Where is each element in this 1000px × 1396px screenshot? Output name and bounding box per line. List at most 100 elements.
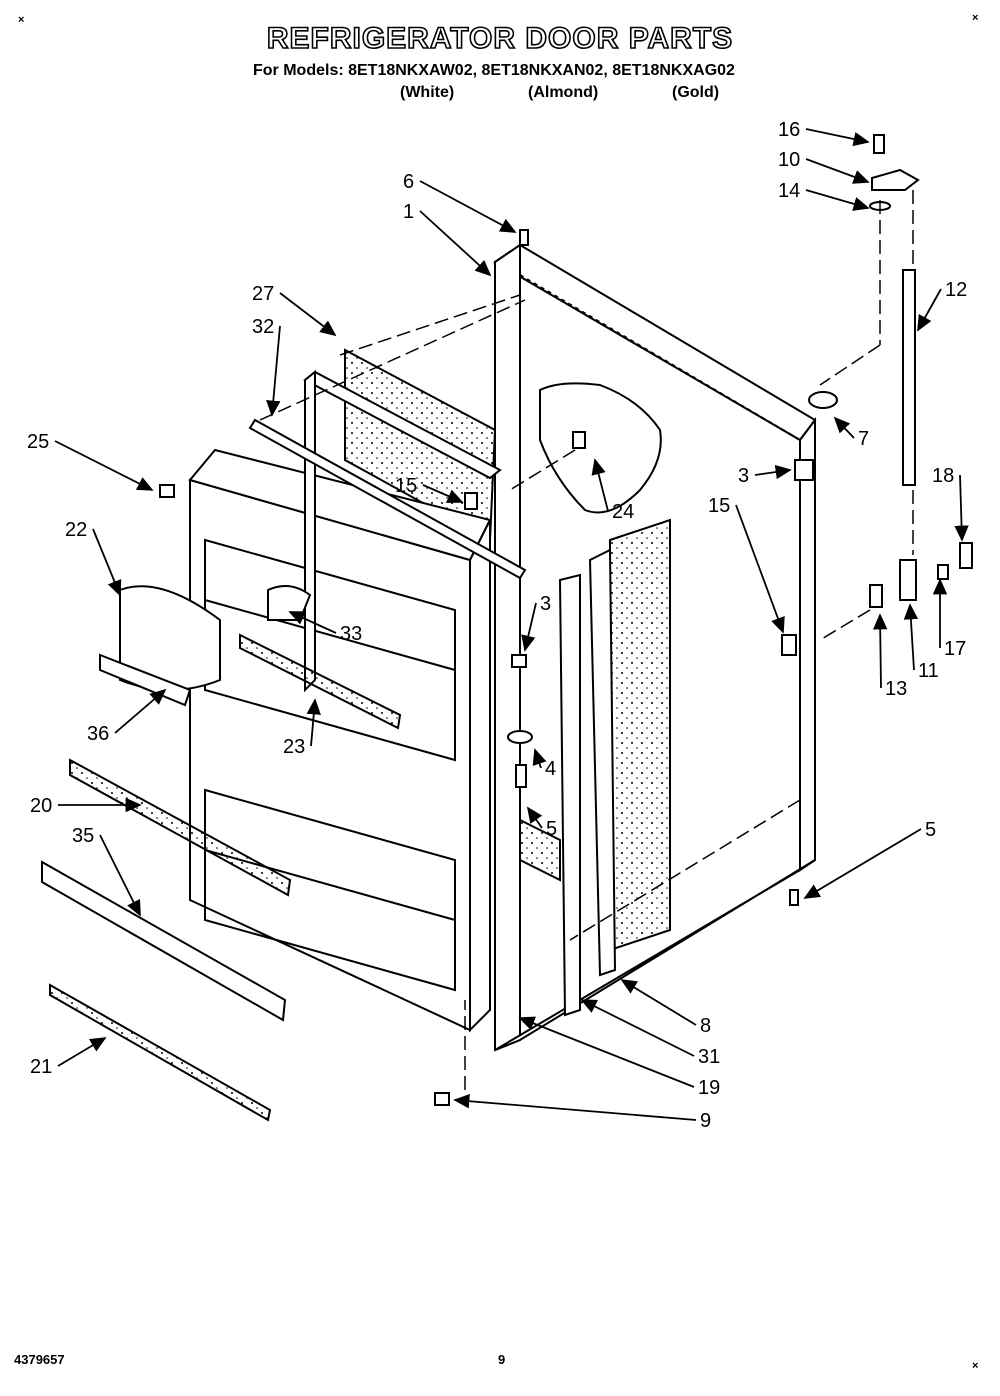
callout-13: 13 [872,613,907,700]
callout-label: 13 [885,678,907,700]
callout-21: 21 [30,1037,107,1078]
callout-35: 35 [72,825,141,917]
callout-label: 15 [395,475,417,497]
callout-23: 23 [283,698,321,758]
callout-15: 15 [708,495,785,634]
leader-arrow [805,189,870,211]
callout-20: 20 [30,795,142,817]
document-number: 4379657 [14,1352,65,1367]
callout-label: 20 [30,795,52,817]
callout-33: 33 [288,611,362,645]
callout-label: 11 [918,660,939,682]
page-number: 9 [498,1352,506,1367]
leader-arrow [803,828,922,899]
callout-label: 33 [340,623,362,645]
callout-label: 22 [65,519,87,541]
callout-6: 6 [403,171,517,233]
leader-arrow [954,474,969,542]
leader-arrow [833,416,855,439]
leader-arrow [903,603,919,671]
corner-mark: × [972,12,979,24]
leader-arrow [266,325,281,417]
callout-8: 8 [620,979,711,1037]
callout-label: 23 [283,736,305,758]
callout-5: 5 [526,806,557,840]
callout-3: 3 [738,464,792,487]
leader-arrow [620,979,697,1026]
callout-9: 9 [453,1094,711,1132]
callout-label: 19 [698,1077,720,1099]
callout-4: 4 [532,748,556,780]
corner-mark: × [18,14,25,26]
callout-label: 6 [403,171,414,193]
callout-label: 5 [925,819,936,841]
callout-label: 3 [738,465,749,487]
callout-label: 25 [27,431,49,453]
leader-arrow [805,158,870,184]
leader-arrow [419,210,492,277]
leader-arrow [521,602,537,652]
leader-arrow [805,128,870,147]
callout-17: 17 [932,578,966,660]
callout-label: 12 [945,279,967,301]
door-liner [188,448,492,1033]
callout-14: 14 [778,180,870,211]
callout-label: 27 [252,283,274,305]
callout-31: 31 [580,999,720,1068]
variant-white: (White) [400,84,455,101]
leader-arrow [591,458,609,512]
callout-label: 8 [700,1015,711,1037]
leader-arrow [532,748,547,769]
callout-36: 36 [87,688,167,745]
callout-1: 1 [403,201,492,277]
leader-arrow [54,440,154,491]
callout-label: 16 [778,119,800,141]
callout-label: 24 [612,501,634,523]
callout-12: 12 [917,279,967,332]
leader-arrow [92,528,122,597]
leader-arrow [735,504,785,634]
callout-label: 9 [700,1110,711,1132]
leader-arrow [872,613,888,689]
leader-arrow [526,806,543,829]
models-line: For Models: 8ET18NKXAW02, 8ET18NKXAN02, … [253,62,735,79]
callout-19: 19 [518,1016,720,1099]
leader-arrow [57,1037,107,1067]
leader-arrow [754,464,792,480]
callout-18: 18 [932,465,969,542]
callout-32: 32 [252,316,281,417]
callout-label: 36 [87,723,109,745]
callout-label: 17 [944,638,966,660]
leader-arrow [99,834,141,917]
callout-label: 5 [546,818,557,840]
leader-arrow [114,688,167,734]
callout-label: 3 [540,593,551,615]
leader-arrow [306,698,321,747]
callout-label: 21 [30,1056,52,1078]
callout-label: 10 [778,149,800,171]
leader-arrow [288,611,337,634]
callout-24: 24 [591,458,634,523]
callout-16: 16 [778,119,870,147]
callout-label: 7 [858,428,869,450]
callout-label: 32 [252,316,274,338]
leader-arrow [422,484,464,503]
callout-27: 27 [252,283,337,337]
leader-arrow [419,180,517,233]
diagram-title: REFRIGERATOR DOOR PARTS [266,21,734,56]
callout-10: 10 [778,149,870,184]
callout-label: 4 [545,758,556,780]
leader-arrow [453,1094,697,1121]
leader-arrow [279,292,337,337]
corner-mark: × [972,1360,979,1372]
leader-arrow [518,1016,695,1088]
door-shelves [41,585,402,1122]
callout-5: 5 [803,819,936,899]
callout-label: 15 [708,495,730,517]
assembly-lines [259,190,914,1090]
leader-arrow [917,288,942,332]
leader-arrow [580,999,695,1057]
